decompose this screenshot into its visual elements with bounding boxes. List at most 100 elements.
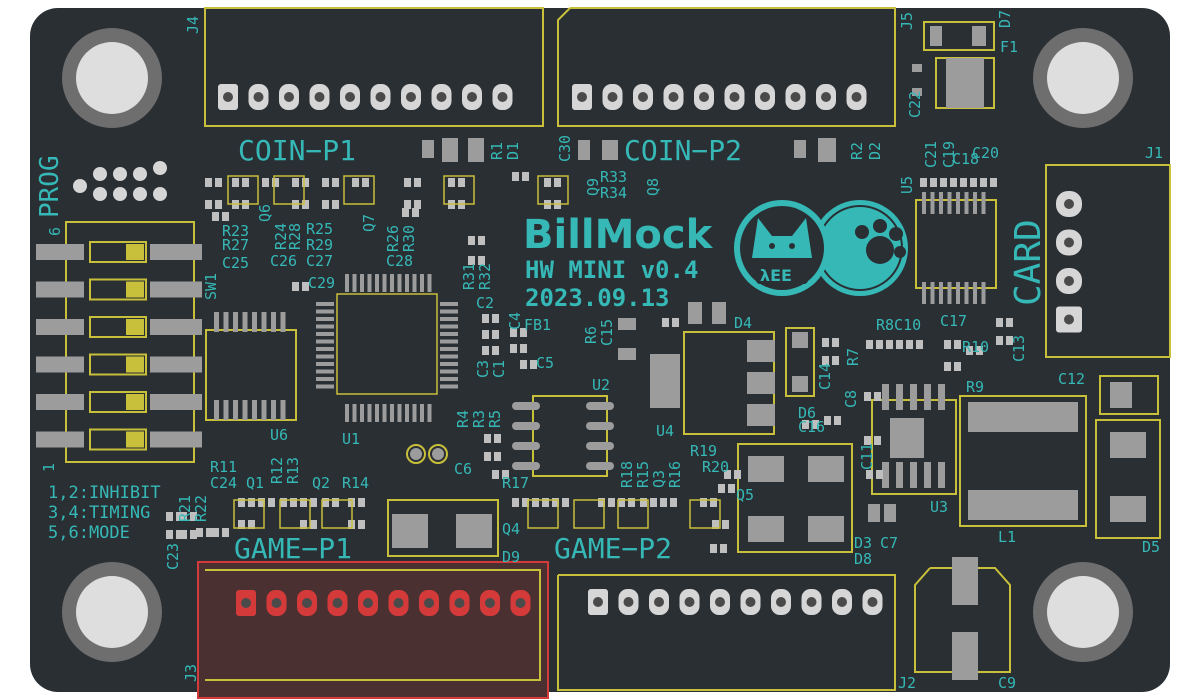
ref-u6: U6 (270, 426, 288, 444)
ref-r6: R6 (582, 326, 600, 344)
diode-d9 (387, 499, 499, 557)
ref-c17: C17 (940, 312, 967, 330)
ref-r19: R19 (690, 442, 717, 460)
diode-d5 (1095, 419, 1161, 539)
ref-r14: R14 (342, 474, 369, 492)
ref-u5: U5 (898, 176, 916, 194)
ref-d3: D3 (854, 534, 872, 552)
ref-q9: Q9 (584, 178, 602, 196)
dip-switch-2[interactable] (126, 281, 144, 298)
dip-switch-3[interactable] (126, 319, 144, 335)
ref-c22: C22 (906, 91, 924, 118)
dip-pad-left-6 (36, 431, 84, 448)
ic-u6 (205, 312, 297, 421)
ref-c27: C27 (306, 252, 333, 270)
dip-pad-right-3 (150, 319, 202, 335)
ref-d6: D6 (798, 404, 816, 422)
ref-q4: Q4 (502, 520, 520, 538)
ref-r7: R7 (844, 348, 862, 366)
mounting-hole-bottom-left (62, 562, 162, 662)
ref-q3: Q3 (650, 470, 668, 488)
ref-c21: C21 (922, 141, 940, 168)
label-coin-p1: COIN−P1 (238, 134, 356, 167)
ref-c19: C19 (940, 141, 958, 168)
ref-c28: C28 (386, 252, 413, 270)
ref-c20: C20 (972, 144, 999, 162)
ref-c12: C12 (1058, 370, 1085, 388)
passive-components (166, 172, 1013, 553)
mounting-hole-top-right (1033, 28, 1133, 128)
label-coin-p2: COIN−P2 (624, 134, 742, 167)
dip-legend-2: 3,4:TIMING (48, 503, 150, 523)
ref-d4: D4 (734, 314, 752, 332)
dip-pad-left-4 (36, 356, 84, 373)
dip-pad-left-2 (36, 281, 84, 298)
ref-c23: C23 (164, 543, 182, 570)
ref-r21: R21 (176, 495, 194, 522)
ref-r31: R31 (460, 263, 478, 290)
board-version: HW MINI v0.4 (525, 256, 698, 284)
ic-u4 (650, 331, 775, 435)
ic-u2 (512, 395, 614, 477)
ref-d7: D7 (996, 10, 1014, 28)
diode-d2 (794, 138, 836, 162)
connector-j3 (197, 561, 549, 699)
dip-pad-right-5 (150, 394, 202, 410)
ref-c9: C9 (998, 674, 1016, 692)
capacitor-c9 (914, 557, 1011, 680)
ref-r1: R1 (488, 142, 506, 160)
capacitor-c30 (578, 140, 618, 160)
transistor-q5 (737, 443, 853, 553)
dip-legend-1: 1,2:INHIBIT (48, 483, 161, 503)
ref-f1: F1 (1000, 38, 1018, 56)
connector-j5 (557, 7, 896, 127)
dip-pad-left-5 (36, 394, 84, 410)
ref-d5: D5 (1142, 538, 1160, 556)
ref-c25: C25 (222, 254, 249, 272)
mounting-hole-top-left (62, 28, 162, 128)
ic-u3 (871, 384, 957, 495)
prog-header (73, 161, 167, 201)
ref-fb1: FB1 (524, 316, 551, 334)
ref-c11: C11 (858, 443, 876, 470)
ref-c16: C16 (798, 418, 825, 436)
ic-u1 (316, 274, 458, 422)
ref-q8: Q8 (644, 178, 662, 196)
ref-r3: R3 (470, 410, 488, 428)
ref-c3: C3 (474, 360, 492, 378)
ref-r23: R23 (222, 222, 249, 240)
dip-switch-6[interactable] (126, 431, 144, 448)
ref-r27: R27 (222, 236, 249, 254)
ref-sw1: SW1 (202, 273, 220, 300)
ref-u4: U4 (656, 422, 674, 440)
inductor-l1 (959, 395, 1087, 527)
ref-r18: R18 (618, 461, 636, 488)
ref-j4: J4 (184, 16, 202, 34)
fuse-f1 (935, 57, 995, 109)
ref-u3: U3 (930, 498, 948, 516)
label-prog: PROG (35, 155, 65, 218)
ref-c4: C4 (506, 312, 524, 330)
ref-j2: J2 (898, 674, 916, 692)
ref-r26: R26 (384, 225, 402, 252)
ref-r28: R28 (286, 223, 304, 250)
ref-d9: D9 (502, 548, 520, 566)
dip-switch-5[interactable] (126, 394, 144, 410)
ref-c1: C1 (490, 360, 508, 378)
connector-j2 (557, 574, 896, 691)
dip-switch-4[interactable] (126, 356, 144, 373)
ref-j1: J1 (1145, 144, 1163, 162)
ref-d1: D1 (504, 142, 522, 160)
capacitor-c12 (1099, 375, 1159, 415)
ref-r15: R15 (634, 461, 652, 488)
ref-c13: C13 (1010, 335, 1028, 362)
dip-switch-sw1 (36, 221, 202, 463)
ref-r32: R32 (476, 263, 494, 290)
dip-pad-right-4 (150, 356, 202, 373)
ref-c29: C29 (308, 274, 335, 292)
ref-u2: U2 (592, 376, 610, 394)
connector-j1 (1045, 164, 1171, 358)
ref-c6: C6 (454, 460, 472, 478)
dip-switch-1[interactable] (126, 244, 144, 260)
